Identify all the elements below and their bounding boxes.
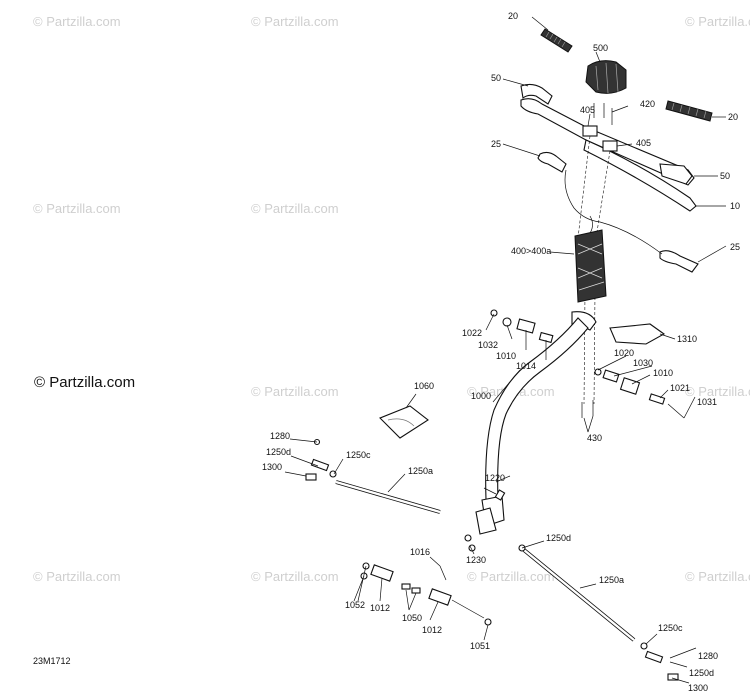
watermark: © Partzilla.com — [467, 569, 555, 584]
alignment-line — [595, 150, 611, 239]
callout: 1010 — [496, 351, 516, 361]
handlebar-pad-icon — [585, 60, 627, 94]
watermark: © Partzilla.com — [33, 14, 121, 29]
column-bushing-icon — [490, 309, 554, 344]
watermark: © Partzilla.com — [251, 14, 339, 29]
callout: 1300 — [688, 683, 708, 693]
callout: 1050 — [402, 613, 422, 623]
callout: 420 — [640, 99, 655, 109]
grip-right-icon — [665, 100, 713, 122]
callout: 1310 — [677, 334, 697, 344]
alignment-line — [577, 135, 591, 239]
callout: 400>400a — [511, 246, 551, 256]
callout: 500 — [593, 43, 608, 53]
callout: 1250d — [689, 668, 714, 678]
callout: 20 — [508, 11, 518, 21]
watermark: © Partzilla.com — [33, 569, 121, 584]
callout: 1031 — [697, 397, 717, 407]
callout: 1280 — [270, 431, 290, 441]
callout: 1010 — [653, 368, 673, 378]
right-bushing-icon — [594, 368, 685, 419]
heater-element-icon — [537, 151, 567, 173]
callout: 1250a — [599, 575, 624, 585]
callout: 1250c — [658, 623, 683, 633]
lower-link-icon — [360, 475, 511, 626]
callout-labels: 20 500 50 405 420 20 405 25 50 10 25 400… — [262, 11, 740, 693]
bolt-icon — [593, 103, 613, 125]
callout: 1014 — [516, 361, 536, 371]
diagram-code: 23M1712 — [33, 656, 71, 666]
heater-wire-icon — [564, 169, 663, 255]
bolt-430-icon — [581, 400, 594, 418]
riser-block-icon — [574, 229, 607, 303]
callout: 1230 — [466, 555, 486, 565]
callout: 1051 — [470, 641, 490, 651]
clamp-upper-left-icon — [582, 125, 598, 137]
watermark-main: © Partzilla.com — [34, 374, 136, 391]
watermark: © Partzilla.com — [251, 569, 339, 584]
callout: 1030 — [633, 358, 653, 368]
cover-plate-icon — [379, 405, 429, 439]
callout: 10 — [730, 201, 740, 211]
watermark: © Partzilla.com — [685, 569, 750, 584]
callout: 1300 — [262, 462, 282, 472]
callout: 1250d — [546, 533, 571, 543]
grip-cover-right-icon — [659, 163, 693, 185]
callout: 1012 — [422, 625, 442, 635]
callout: 1220 — [485, 473, 505, 483]
watermark: © Partzilla.com — [685, 14, 750, 29]
alignment-line — [583, 291, 586, 405]
callout: 1280 — [698, 651, 718, 661]
alignment-line — [593, 291, 596, 405]
watermark: © Partzilla.com — [251, 384, 339, 399]
callout: 405 — [636, 138, 651, 148]
callout: 1020 — [614, 348, 634, 358]
leader-lines — [284, 16, 727, 684]
callout: 1016 — [410, 547, 430, 557]
watermark: © Partzilla.com — [685, 384, 750, 399]
callout: 430 — [587, 433, 602, 443]
callout: 25 — [491, 139, 501, 149]
callout: 20 — [728, 112, 738, 122]
callout: 25 — [730, 242, 740, 252]
callout: 1021 — [670, 383, 690, 393]
watermark: © Partzilla.com — [33, 201, 121, 216]
callout: 1250c — [346, 450, 371, 460]
callout: 1022 — [462, 328, 482, 338]
heater-element-right-icon — [659, 250, 699, 273]
grip-top-icon — [540, 28, 573, 53]
callout: 1250d — [266, 447, 291, 457]
callout: 1032 — [478, 340, 498, 350]
callout: 1060 — [414, 381, 434, 391]
callout: 405 — [580, 105, 595, 115]
callout: 50 — [720, 171, 730, 181]
steering-column-icon — [475, 311, 597, 535]
callout: 1000 — [471, 391, 491, 401]
tie-rod-right-icon — [518, 544, 679, 681]
watermark: © Partzilla.com — [251, 201, 339, 216]
clamp-upper-right-icon — [602, 140, 618, 152]
grip-cover-left-icon — [520, 83, 553, 105]
callout: 1052 — [345, 600, 365, 610]
tie-rod-left-icon — [305, 438, 441, 514]
steering-support-plate-icon — [609, 323, 666, 345]
callout: 1250a — [408, 466, 433, 476]
callout: 1012 — [370, 603, 390, 613]
callout: 50 — [491, 73, 501, 83]
